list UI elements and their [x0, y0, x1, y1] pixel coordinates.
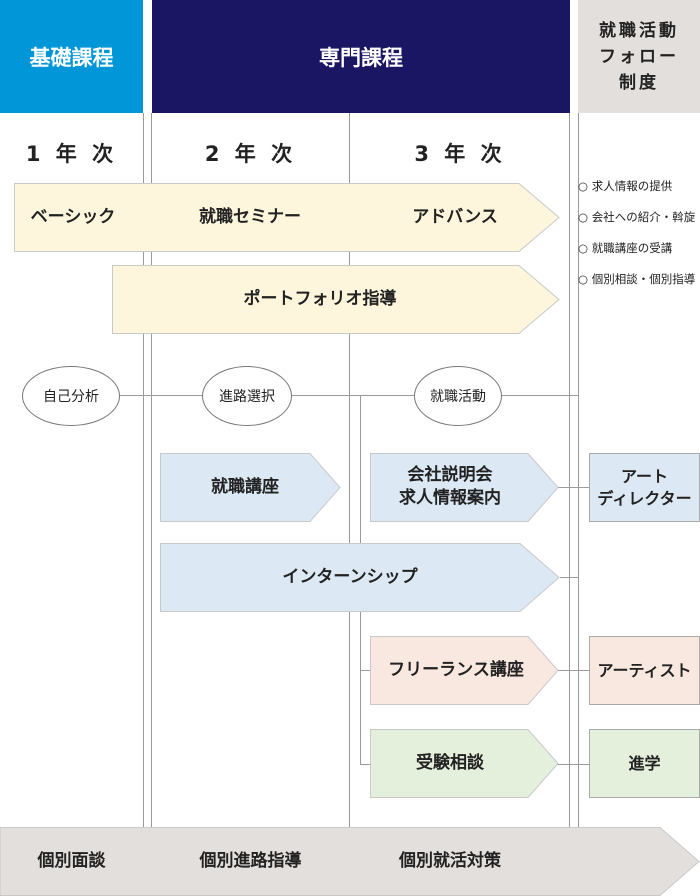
outcome-further-study: 進学: [589, 729, 700, 798]
year-3: 3 年 次: [414, 142, 506, 166]
label-individual-job-hunting: 個別就活対策: [399, 851, 501, 871]
year-2: 2 年 次: [204, 142, 297, 166]
connector-line: [118, 395, 202, 396]
oval-self-analysis: 自己分析: [22, 366, 120, 426]
basic-seminar-advance-arrow: [14, 183, 560, 252]
oval-job-hunting: 就職活動: [414, 366, 502, 426]
header-basic-course: 基礎課程: [0, 0, 143, 113]
connector-line: [557, 670, 589, 671]
connector-line: [360, 764, 370, 765]
label-internship: インターンシップ: [282, 567, 418, 587]
header-specialized-course: 専門課程: [152, 0, 570, 113]
label-individual-career-guidance: 個別進路指導: [199, 851, 302, 871]
outcome-art-director-line1: アート: [620, 466, 669, 486]
job-course-arrow: [160, 453, 341, 522]
connector-line: [360, 670, 370, 671]
outcome-art-director-line2: ディレクター: [597, 488, 692, 508]
connector-line: [500, 395, 578, 396]
header-job-follow-system: 就職活動 フォロー 制度: [578, 0, 700, 113]
label-exam-consultation: 受験相談: [416, 753, 484, 773]
connector-line: [557, 764, 589, 765]
exam-consultation-arrow: [370, 729, 559, 798]
label-company-briefing: 会社説明会: [407, 465, 493, 485]
column-divider: [143, 113, 144, 828]
connector-line: [290, 395, 414, 396]
freelance-arrow: [370, 636, 559, 705]
outcome-art-director: アート ディレクター: [589, 453, 700, 522]
follow-system-list: ○ 求人情報の提供 ○ 会社への紹介・斡旋 ○ 就職講座の受講 ○ 個別相談・個…: [578, 176, 700, 300]
label-job-seminar: 就職セミナー: [199, 207, 301, 227]
oval-career-choice: 進路選択: [202, 366, 292, 426]
connector-line: [578, 395, 579, 578]
year-1: 1 年 次: [25, 142, 118, 166]
connector-line: [560, 577, 579, 578]
label-job-info: 求人情報案内: [399, 488, 501, 508]
label-individual-interview: 個別面談: [37, 851, 106, 871]
follow-item: ○ 個別相談・個別指導: [578, 272, 696, 286]
label-freelance: フリーランス講座: [388, 660, 524, 680]
outcome-artist: アーティスト: [589, 636, 700, 705]
follow-item: ○ 就職講座の受講: [578, 241, 673, 255]
portfolio-arrow: [112, 265, 560, 334]
follow-item: ○ 求人情報の提供: [578, 179, 673, 193]
follow-item: ○ 会社への紹介・斡旋: [578, 210, 696, 224]
company-briefing-arrow: [370, 453, 559, 522]
label-advance: アドバンス: [412, 207, 498, 227]
connector-line: [557, 487, 589, 488]
label-portfolio: ポートフォリオ指導: [243, 289, 397, 309]
column-divider: [569, 113, 570, 828]
individual-guidance-arrow: [0, 827, 700, 896]
column-divider: [151, 113, 152, 828]
column-divider: [349, 113, 350, 828]
label-job-course: 就職講座: [211, 477, 279, 497]
internship-arrow: [160, 543, 560, 612]
label-basic: ベーシック: [30, 207, 116, 227]
